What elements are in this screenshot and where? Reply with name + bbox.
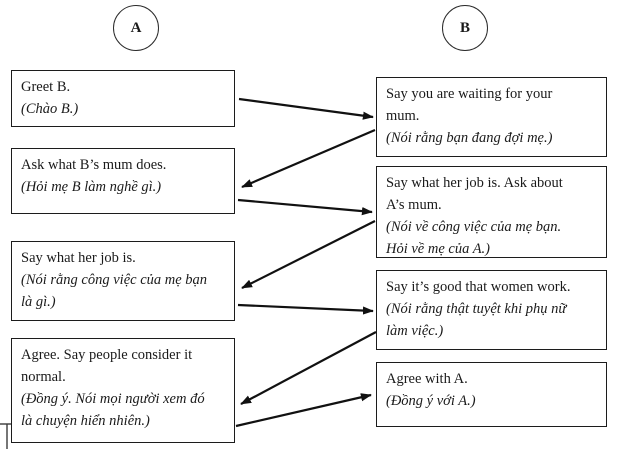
step-box-b3: Say it’s good that women work. (Nói rằng… xyxy=(376,270,607,350)
step-a2-english: Ask what B’s mum does. xyxy=(21,157,167,173)
flow-arrows xyxy=(235,97,377,428)
step-a1-english: Greet B. xyxy=(21,79,71,95)
step-b4-vietnamese: (Đồng ý với A.) xyxy=(386,393,476,409)
step-box-b4: Agree with A. (Đồng ý với A.) xyxy=(376,362,607,427)
step-b4-english: Agree with A. xyxy=(386,371,468,387)
step-b2-vietnamese: (Nói về công việc của mẹ bạn. Hỏi về mẹ … xyxy=(386,219,562,257)
flow-arrow-B1-A2 xyxy=(241,128,376,189)
step-box-a2: Ask what B’s mum does. (Hỏi mẹ B làm ngh… xyxy=(11,148,235,214)
flow-arrow-B3-A4 xyxy=(240,331,377,405)
step-box-a1: Greet B. (Chào B.) xyxy=(11,70,235,127)
step-b3-english: Say it’s good that women work. xyxy=(386,279,571,295)
speaker-a-circle: A xyxy=(113,5,159,51)
step-box-b1: Say you are waiting for your mum. (Nói r… xyxy=(376,77,607,157)
step-box-a4: Agree. Say people consider it normal. (Đ… xyxy=(11,338,235,443)
flow-arrow-A4-B4 xyxy=(235,393,372,428)
step-a3-vietnamese: (Nói rằng công việc của mẹ bạn là gì.) xyxy=(21,272,208,310)
step-box-a3: Say what her job is. (Nói rằng công việc… xyxy=(11,241,235,321)
step-b2-english: Say what her job is. Ask about A’s mum. xyxy=(386,175,563,213)
step-b1-vietnamese: (Nói rằng bạn đang đợi mẹ.) xyxy=(386,130,553,146)
step-b1-english: Say you are waiting for your mum. xyxy=(386,86,553,124)
step-a1-vietnamese: (Chào B.) xyxy=(21,101,79,117)
step-a2-vietnamese: (Hỏi mẹ B làm nghề gì.) xyxy=(21,179,162,195)
step-a4-vietnamese: (Đồng ý. Nói mọi người xem đó là chuyện … xyxy=(21,391,205,429)
speaker-b-circle: B xyxy=(442,5,488,51)
step-box-b2: Say what her job is. Ask about A’s mum. … xyxy=(376,166,607,258)
step-a4-english: Agree. Say people consider it normal. xyxy=(21,347,193,385)
flow-arrow-A2-B2 xyxy=(237,198,373,216)
speaker-a-label: A xyxy=(130,19,142,36)
flow-arrow-B2-A3 xyxy=(241,220,376,289)
speaker-b-label: B xyxy=(459,19,470,36)
step-a3-english: Say what her job is. xyxy=(21,250,136,266)
flow-arrow-A1-B1 xyxy=(238,97,374,120)
step-b3-vietnamese: (Nói rằng thật tuyệt khi phụ nữ làm việc… xyxy=(386,301,567,339)
flow-arrow-A3-B3 xyxy=(237,303,374,315)
